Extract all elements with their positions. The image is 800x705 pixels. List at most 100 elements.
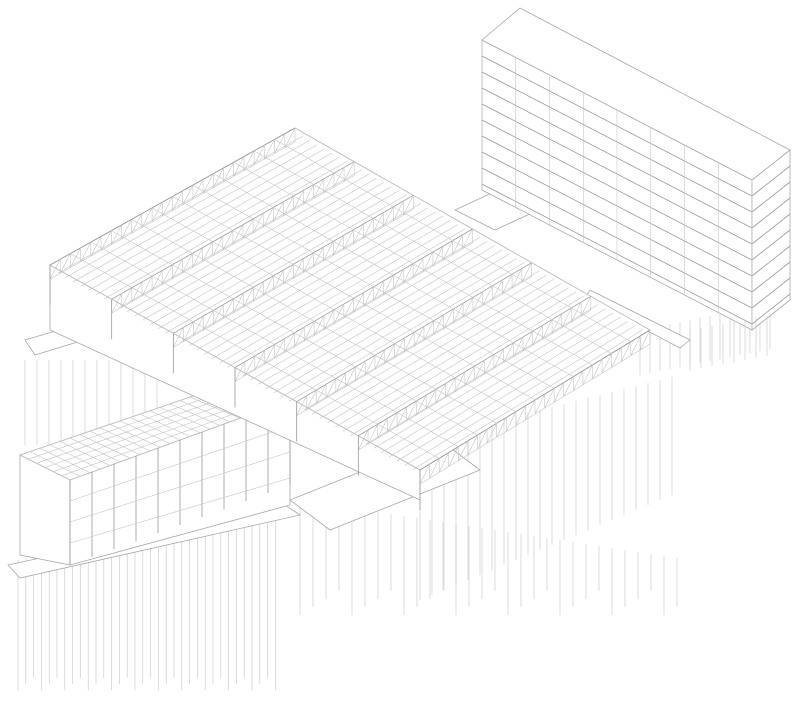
- truss-diagonal: [422, 251, 434, 272]
- truss-diagonal: [534, 394, 545, 415]
- truss-diagonal: [445, 377, 456, 398]
- floor-edge: [751, 293, 791, 325]
- roof-rafter: [294, 127, 651, 331]
- foundation-piles: [17, 304, 771, 690]
- truss-diagonal: [532, 325, 543, 346]
- truss-diagonal: [384, 343, 395, 364]
- truss-diagonal: [345, 366, 356, 387]
- truss-diagonal: [377, 418, 388, 439]
- truss-diagonal: [313, 178, 325, 199]
- purlin: [242, 236, 481, 377]
- truss-diagonal: [462, 297, 474, 318]
- truss-diagonal: [486, 423, 497, 444]
- purlin: [250, 241, 488, 381]
- truss-diagonal: [172, 190, 183, 211]
- truss-diagonal: [601, 353, 612, 374]
- truss-diagonal: [412, 257, 424, 278]
- truss-diagonal: [482, 285, 493, 306]
- truss-diagonal: [313, 315, 325, 336]
- truss-diagonal: [571, 302, 582, 323]
- truss-diagonal: [313, 246, 324, 267]
- purlin: [327, 283, 562, 424]
- truss-diagonal: [223, 162, 235, 183]
- truss-diagonal: [364, 355, 376, 376]
- truss-diagonal: [492, 279, 503, 300]
- truss-diagonal: [561, 307, 572, 328]
- purlin: [80, 148, 325, 287]
- truss-diagonal: [630, 335, 641, 356]
- purlin: [365, 304, 599, 445]
- truss-diagonal: [393, 269, 404, 290]
- purlin: [404, 325, 636, 466]
- truss-diagonal: [111, 293, 123, 314]
- truss-diagonal: [264, 344, 275, 365]
- truss-diagonal: [573, 370, 584, 391]
- truss-diagonal: [402, 263, 414, 284]
- purlin: [65, 140, 310, 278]
- truss-diagonal: [304, 321, 315, 342]
- truss-diagonal: [374, 349, 386, 370]
- purlin: [319, 279, 555, 419]
- residential-tower: [481, 7, 791, 370]
- truss-diagonal: [202, 241, 213, 262]
- floor-edge: [751, 181, 791, 213]
- truss-diagonal: [253, 281, 264, 302]
- truss-diagonal: [343, 161, 355, 182]
- purlin: [257, 245, 495, 385]
- truss-diagonal: [396, 406, 408, 427]
- purlin: [142, 182, 384, 321]
- purlin: [389, 316, 621, 458]
- purlin: [103, 161, 347, 300]
- purlin: [304, 270, 540, 411]
- truss-diagonal: [432, 246, 444, 267]
- floor-edge: [751, 277, 791, 309]
- truss-diagonal: [293, 258, 304, 279]
- truss-diagonal: [358, 429, 369, 450]
- truss-diagonal: [233, 292, 244, 313]
- roof-rafter: [213, 173, 574, 377]
- roof-rafter: [131, 219, 497, 424]
- truss-diagonal: [141, 276, 153, 297]
- roof-rafter: [254, 150, 612, 354]
- truss-diagonal: [192, 247, 203, 268]
- truss-diagonal: [323, 241, 334, 262]
- truss-diagonal: [213, 304, 224, 325]
- truss-diagonal: [393, 200, 404, 221]
- purlin: [72, 144, 318, 283]
- truss-diagonal: [474, 360, 485, 381]
- truss-diagonal: [293, 190, 304, 211]
- truss-diagonal: [458, 440, 469, 461]
- truss-diagonal: [193, 315, 204, 336]
- truss-diagonal: [403, 195, 414, 216]
- truss-diagonal: [254, 350, 265, 371]
- truss-diagonal: [151, 202, 163, 223]
- purlin: [96, 156, 340, 295]
- truss-diagonal: [172, 258, 183, 279]
- truss-diagonal: [416, 395, 427, 416]
- truss-diagonal: [59, 253, 71, 274]
- truss-diagonal: [213, 167, 224, 188]
- truss-diagonal: [131, 213, 143, 234]
- truss-diagonal: [425, 389, 437, 410]
- roof-rafter: [233, 161, 593, 366]
- truss-diagonal: [438, 452, 450, 473]
- truss-diagonal: [192, 179, 204, 200]
- truss-diagonal: [383, 275, 394, 296]
- truss-diagonal: [620, 341, 632, 362]
- truss-diagonal: [294, 326, 305, 348]
- truss-diagonal: [253, 144, 265, 165]
- truss-diagonal: [477, 429, 488, 450]
- truss-diagonal: [121, 219, 132, 240]
- frame-beam: [69, 477, 291, 544]
- truss-diagonal: [325, 378, 337, 399]
- truss-diagonal: [303, 184, 315, 205]
- roof-rafter: [49, 264, 421, 471]
- purlin: [165, 194, 407, 334]
- truss-diagonal: [243, 287, 254, 308]
- truss-diagonal: [363, 218, 374, 239]
- floor-edge: [751, 165, 791, 197]
- frame-beam: [69, 425, 291, 502]
- truss-diagonal: [367, 424, 378, 445]
- purlin: [311, 274, 547, 415]
